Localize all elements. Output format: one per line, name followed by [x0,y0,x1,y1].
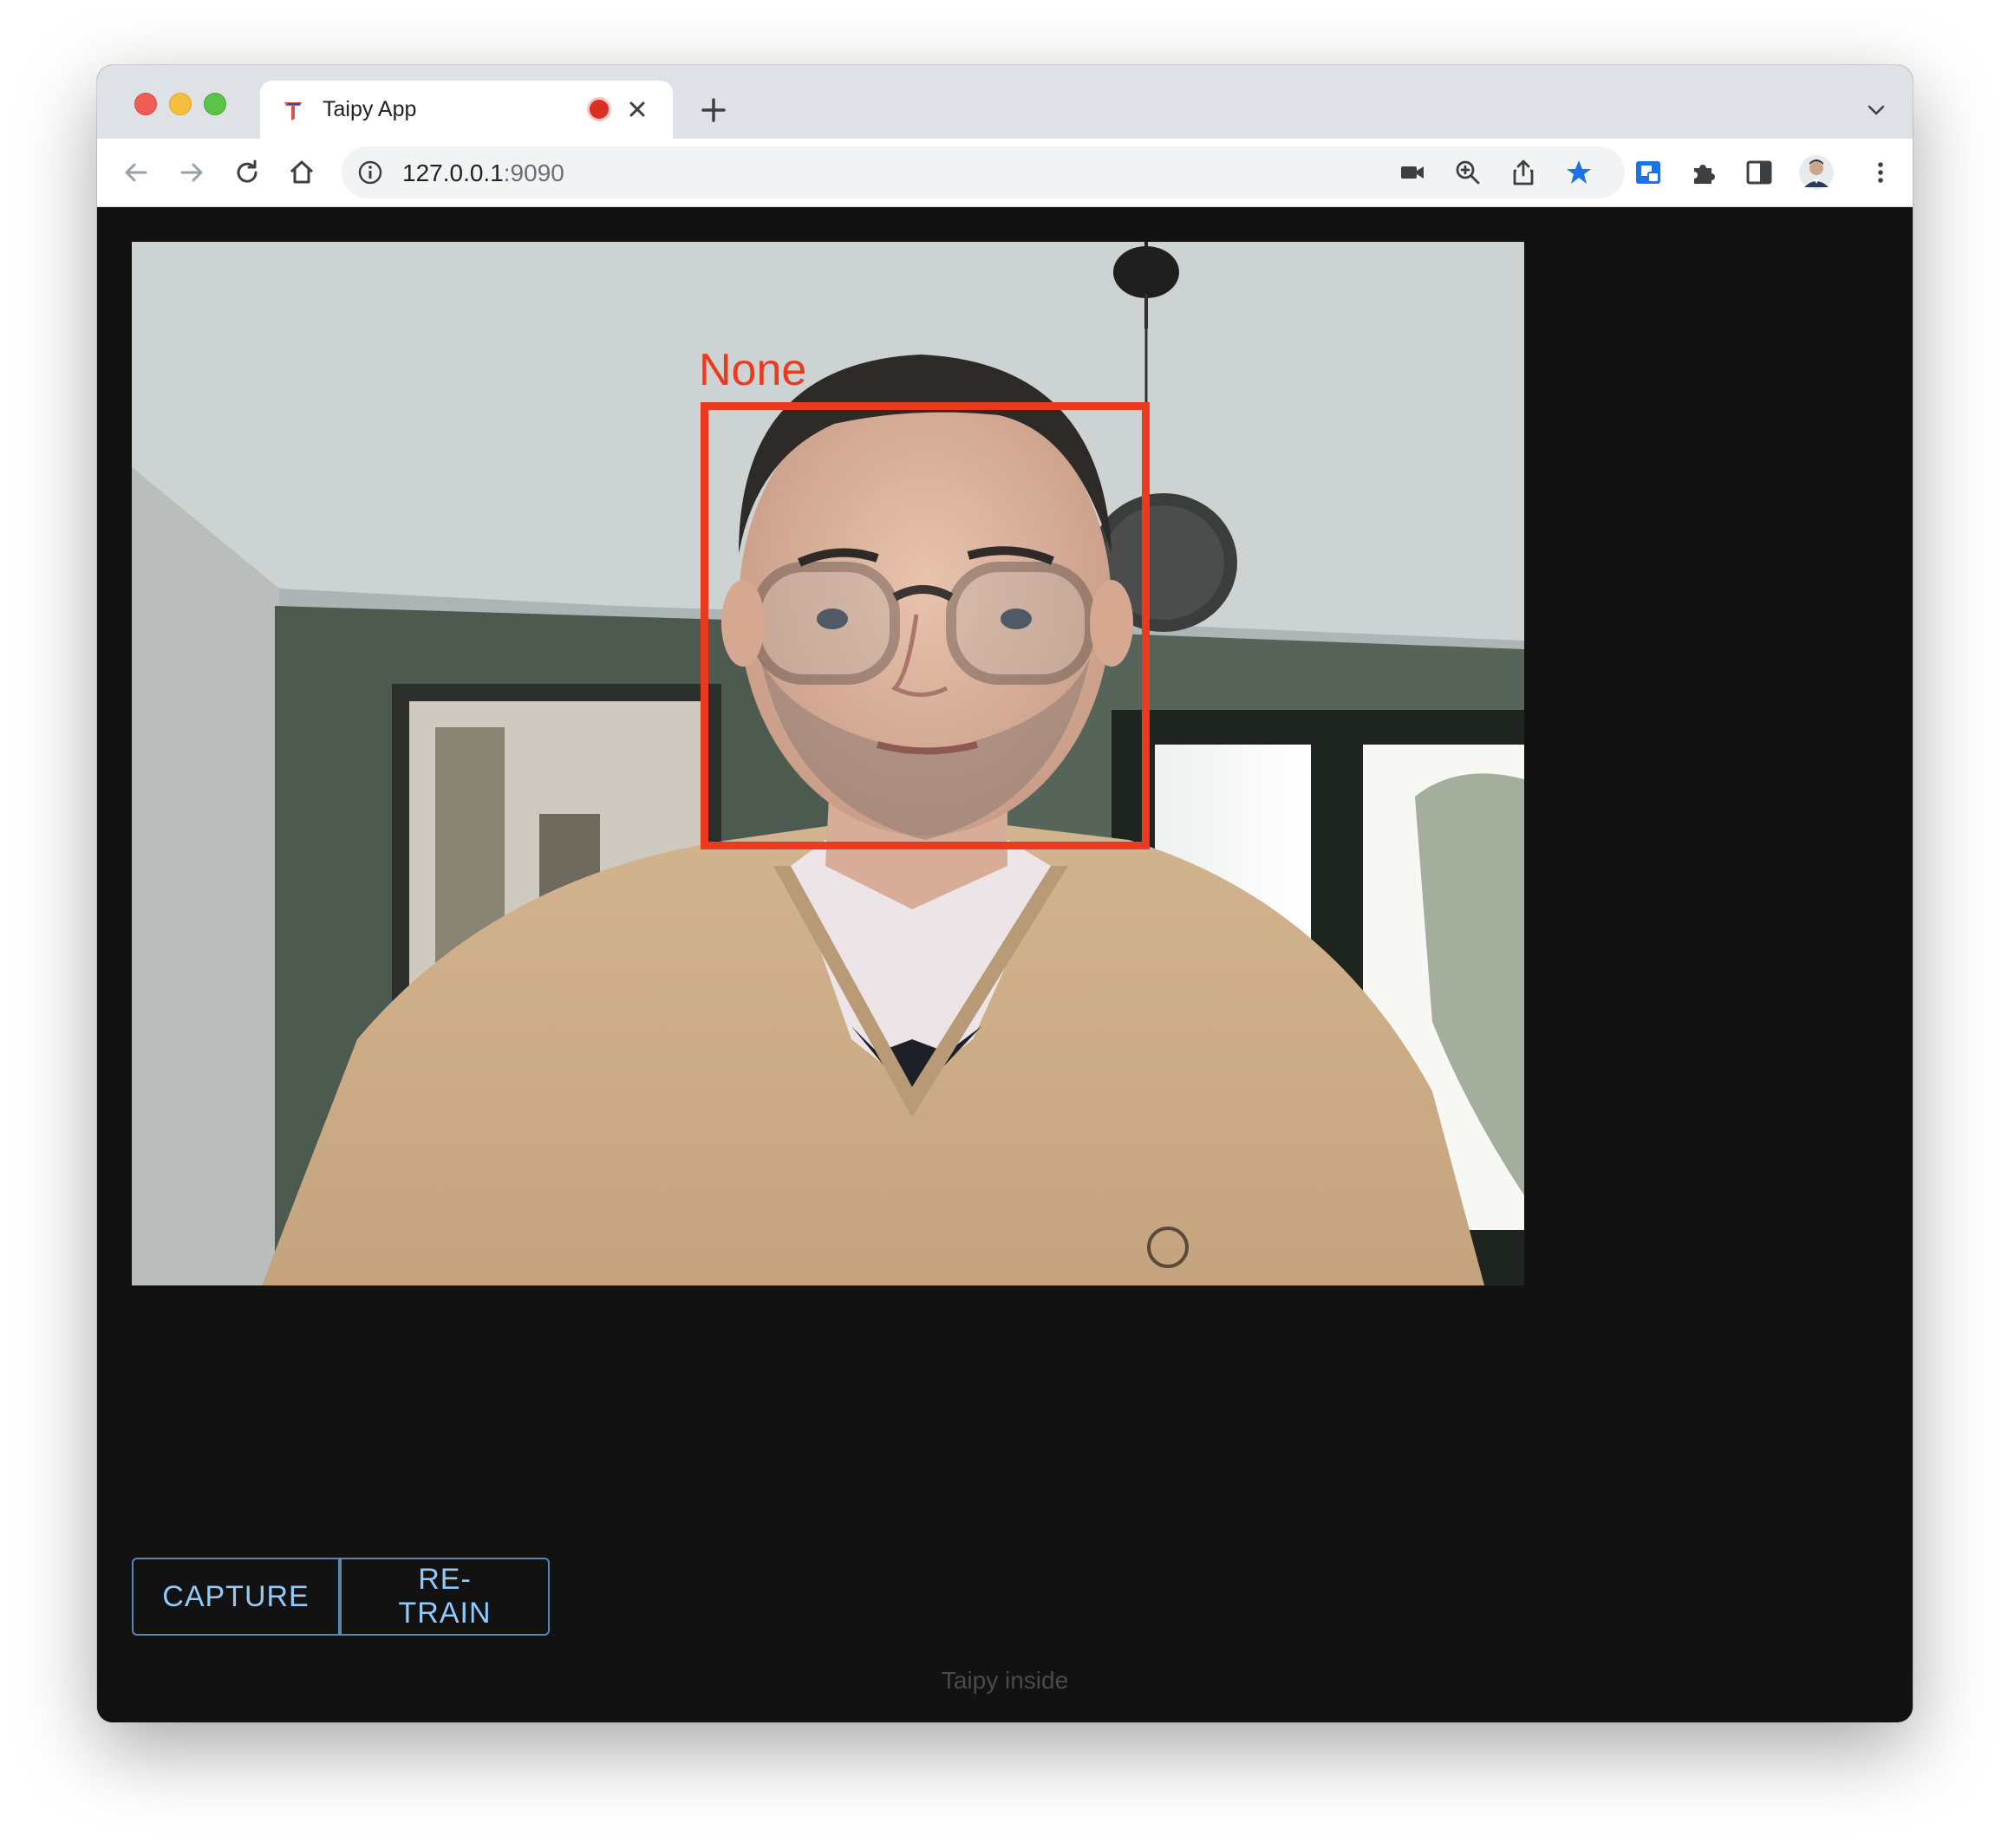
browser-toolbar: 127.0.0.1:9090 [97,139,1913,207]
bookmark-star-icon[interactable] [1564,158,1594,187]
reload-icon[interactable] [232,158,262,187]
chevron-down-icon[interactable] [1866,100,1887,120]
window-minimize-button[interactable] [169,93,192,115]
browser-window: Taipy App [97,65,1913,1722]
app-content: None CAPTURE RE-TRAIN Taipy inside [97,207,1913,1722]
new-tab-icon[interactable] [700,96,727,124]
face-detection-label: None [699,345,807,395]
window-close-button[interactable] [134,93,157,115]
puzzle-extensions-icon[interactable] [1689,158,1718,187]
site-info-icon[interactable] [357,159,383,185]
back-arrow-icon[interactable] [121,158,151,187]
camera-icon[interactable] [1398,158,1427,187]
face-detection-box [701,402,1150,849]
tab-close-icon[interactable] [624,96,650,122]
webcam-scene [132,242,1524,1285]
kebab-menu-icon[interactable] [1866,158,1895,187]
webcam-feed-image: None [132,242,1524,1285]
tab-strip: Taipy App [97,65,1913,139]
capture-button[interactable]: CAPTURE [132,1558,340,1636]
profile-avatar[interactable] [1798,154,1835,191]
window-maximize-button[interactable] [204,93,226,115]
extension-badge-icon[interactable] [1633,158,1663,187]
address-bar[interactable]: 127.0.0.1:9090 [342,146,1625,198]
taipy-favicon-icon [284,102,302,120]
forward-arrow-icon[interactable] [177,158,206,187]
recording-indicator-icon [590,100,609,119]
side-panel-icon[interactable] [1744,158,1774,187]
zoom-icon[interactable] [1453,158,1483,187]
share-icon[interactable] [1509,158,1538,187]
url-host: 127.0.0.1 [402,159,504,186]
action-button-group: CAPTURE RE-TRAIN [132,1558,550,1636]
retrain-button[interactable]: RE-TRAIN [340,1558,550,1636]
tab-title: Taipy App [323,97,417,121]
footer-text: Taipy inside [941,1667,1069,1694]
url-port: :9090 [503,159,564,186]
url-text[interactable]: 127.0.0.1:9090 [402,159,564,187]
home-icon[interactable] [287,158,316,187]
tab-taipy-app[interactable]: Taipy App [260,81,673,139]
